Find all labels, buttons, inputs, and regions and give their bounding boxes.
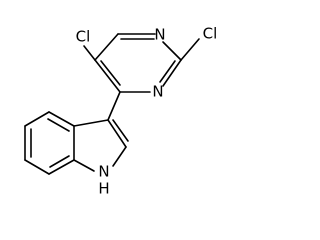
bond-c3a-c4 <box>48 111 75 127</box>
chloro-substituents <box>83 38 200 61</box>
indole-hydrogen-label: H <box>98 180 109 198</box>
bond-c4-c5-double <box>100 60 121 86</box>
bond-c4-c3 <box>107 91 121 121</box>
bond-c4-c5 <box>94 59 121 93</box>
nitrogen-3-label: N <box>152 83 163 101</box>
chlorine-top-label: Cl <box>76 28 91 46</box>
atom-labels: N N Cl Cl N H <box>76 25 218 198</box>
bond-n1-c2 <box>162 41 182 61</box>
bond-c5-cl <box>83 45 96 61</box>
bond-c5-c6 <box>94 33 119 61</box>
chemical-structure-diagram: N N Cl Cl N H <box>24 25 218 198</box>
bond-c3-c3a <box>73 119 109 127</box>
bond-c3a-c4-double <box>47 118 70 132</box>
bond-c3-c2-double <box>112 119 129 142</box>
bond-nh-c7a <box>73 159 95 172</box>
nitrogen-1-label: N <box>154 26 165 44</box>
bond-c2-nh <box>112 146 127 167</box>
pyrrole-ring <box>73 119 129 172</box>
bond-c3-c2 <box>107 119 127 148</box>
pyrimidine-ring <box>94 33 182 93</box>
bond-c2-cl <box>180 38 200 61</box>
bond-c7-c7a <box>48 159 75 175</box>
bond-c2-n3 <box>162 59 182 87</box>
benzene-ring <box>24 111 75 175</box>
chlorine-right-label: Cl <box>203 25 218 43</box>
bond-c7-c7a-double <box>49 155 70 168</box>
bond-c6-c7 <box>24 159 50 175</box>
indole-linkage <box>107 91 121 121</box>
bond-c4-c5 <box>24 111 50 127</box>
indole-nitrogen-label: N <box>98 163 109 181</box>
bond-c2-n3-double <box>159 60 176 83</box>
